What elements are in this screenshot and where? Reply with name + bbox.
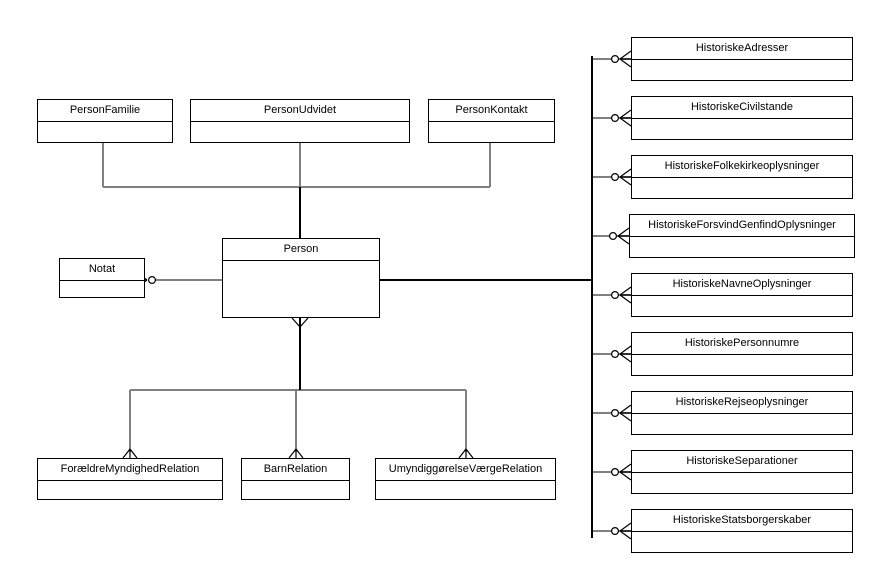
- entity-personkontakt[interactable]: PersonKontakt: [428, 99, 555, 143]
- entity-title: Person: [223, 239, 379, 261]
- entity-historiske-6[interactable]: HistoriskePersonnumre: [631, 332, 853, 376]
- entity-historiske-4[interactable]: HistoriskeForsvindGenfindOplysninger: [629, 214, 855, 258]
- entity-title: HistoriskeCivilstande: [632, 97, 852, 119]
- entity-title: ForældreMyndighedRelation: [38, 459, 222, 481]
- crowsfoot-historiske-4: [608, 227, 630, 245]
- crowsfoot-umyndig: [458, 448, 474, 459]
- crowsfoot-barn: [288, 448, 304, 459]
- entity-notat[interactable]: Notat: [59, 258, 145, 298]
- crowsfoot-historiske-7: [610, 404, 632, 422]
- entity-historiske-1[interactable]: HistoriskeAdresser: [631, 37, 853, 81]
- entity-attributes: [632, 473, 852, 493]
- entity-attributes: [630, 237, 854, 257]
- entity-person[interactable]: Person: [222, 238, 380, 318]
- entity-title: PersonUdvidet: [191, 100, 409, 122]
- entity-title: Notat: [60, 259, 144, 281]
- entity-title: UmyndiggørelseVærgeRelation: [376, 459, 555, 481]
- crowsfoot-historiske-2: [610, 109, 632, 127]
- crowsfoot-historiske-6: [610, 345, 632, 363]
- entity-title: PersonFamilie: [38, 100, 172, 122]
- entity-title: HistoriskeStatsborgerskaber: [632, 510, 852, 532]
- entity-attributes: [191, 122, 409, 142]
- entity-attributes: [632, 60, 852, 80]
- entity-historiske-5[interactable]: HistoriskeNavneOplysninger: [631, 273, 853, 317]
- crowsfoot-historiske-5: [610, 286, 632, 304]
- entity-title: HistoriskeForsvindGenfindOplysninger: [630, 215, 854, 237]
- crowsfoot-person-bottom: [291, 317, 309, 328]
- entity-title: HistoriskePersonnumre: [632, 333, 852, 355]
- entity-title: HistoriskeNavneOplysninger: [632, 274, 852, 296]
- entity-attributes: [632, 414, 852, 434]
- crowsfoot-historiske-9: [610, 522, 632, 540]
- entity-title: BarnRelation: [242, 459, 349, 481]
- entity-historiske-3[interactable]: HistoriskeFolkekirkeoplysninger: [631, 155, 853, 199]
- entity-title: HistoriskeRejseoplysninger: [632, 392, 852, 414]
- entity-title: HistoriskeSeparationer: [632, 451, 852, 473]
- entity-title: PersonKontakt: [429, 100, 554, 122]
- entity-attributes: [60, 281, 144, 297]
- entity-historiske-7[interactable]: HistoriskeRejseoplysninger: [631, 391, 853, 435]
- entity-title: HistoriskeAdresser: [632, 38, 852, 60]
- entity-historiske-9[interactable]: HistoriskeStatsborgerskaber: [631, 509, 853, 553]
- entity-title: HistoriskeFolkekirkeoplysninger: [632, 156, 852, 178]
- entity-attributes: [38, 122, 172, 142]
- entity-attributes: [38, 481, 222, 499]
- crowsfoot-historiske-8: [610, 463, 632, 481]
- entity-attributes: [242, 481, 349, 499]
- entity-personudvidet[interactable]: PersonUdvidet: [190, 99, 410, 143]
- entity-foraeldremyndighedrelation[interactable]: ForældreMyndighedRelation: [37, 458, 223, 500]
- entity-historiske-2[interactable]: HistoriskeCivilstande: [631, 96, 853, 140]
- entity-attributes: [632, 119, 852, 139]
- entity-attributes: [632, 296, 852, 316]
- entity-attributes: [632, 355, 852, 375]
- entity-barnrelation[interactable]: BarnRelation: [241, 458, 350, 500]
- crowsfoot-historiske-3: [610, 168, 632, 186]
- entity-historiske-8[interactable]: HistoriskeSeparationer: [631, 450, 853, 494]
- entity-attributes: [376, 481, 555, 499]
- entity-attributes: [429, 122, 554, 142]
- entity-attributes: [223, 261, 379, 317]
- crowsfoot-historiske-1: [610, 50, 632, 68]
- entity-personfamilie[interactable]: PersonFamilie: [37, 99, 173, 143]
- entity-attributes: [632, 532, 852, 552]
- crowsfoot-foraeldre: [122, 448, 138, 459]
- entity-attributes: [632, 178, 852, 198]
- entity-umyndiggoerelsevaergerelation[interactable]: UmyndiggørelseVærgeRelation: [375, 458, 556, 500]
